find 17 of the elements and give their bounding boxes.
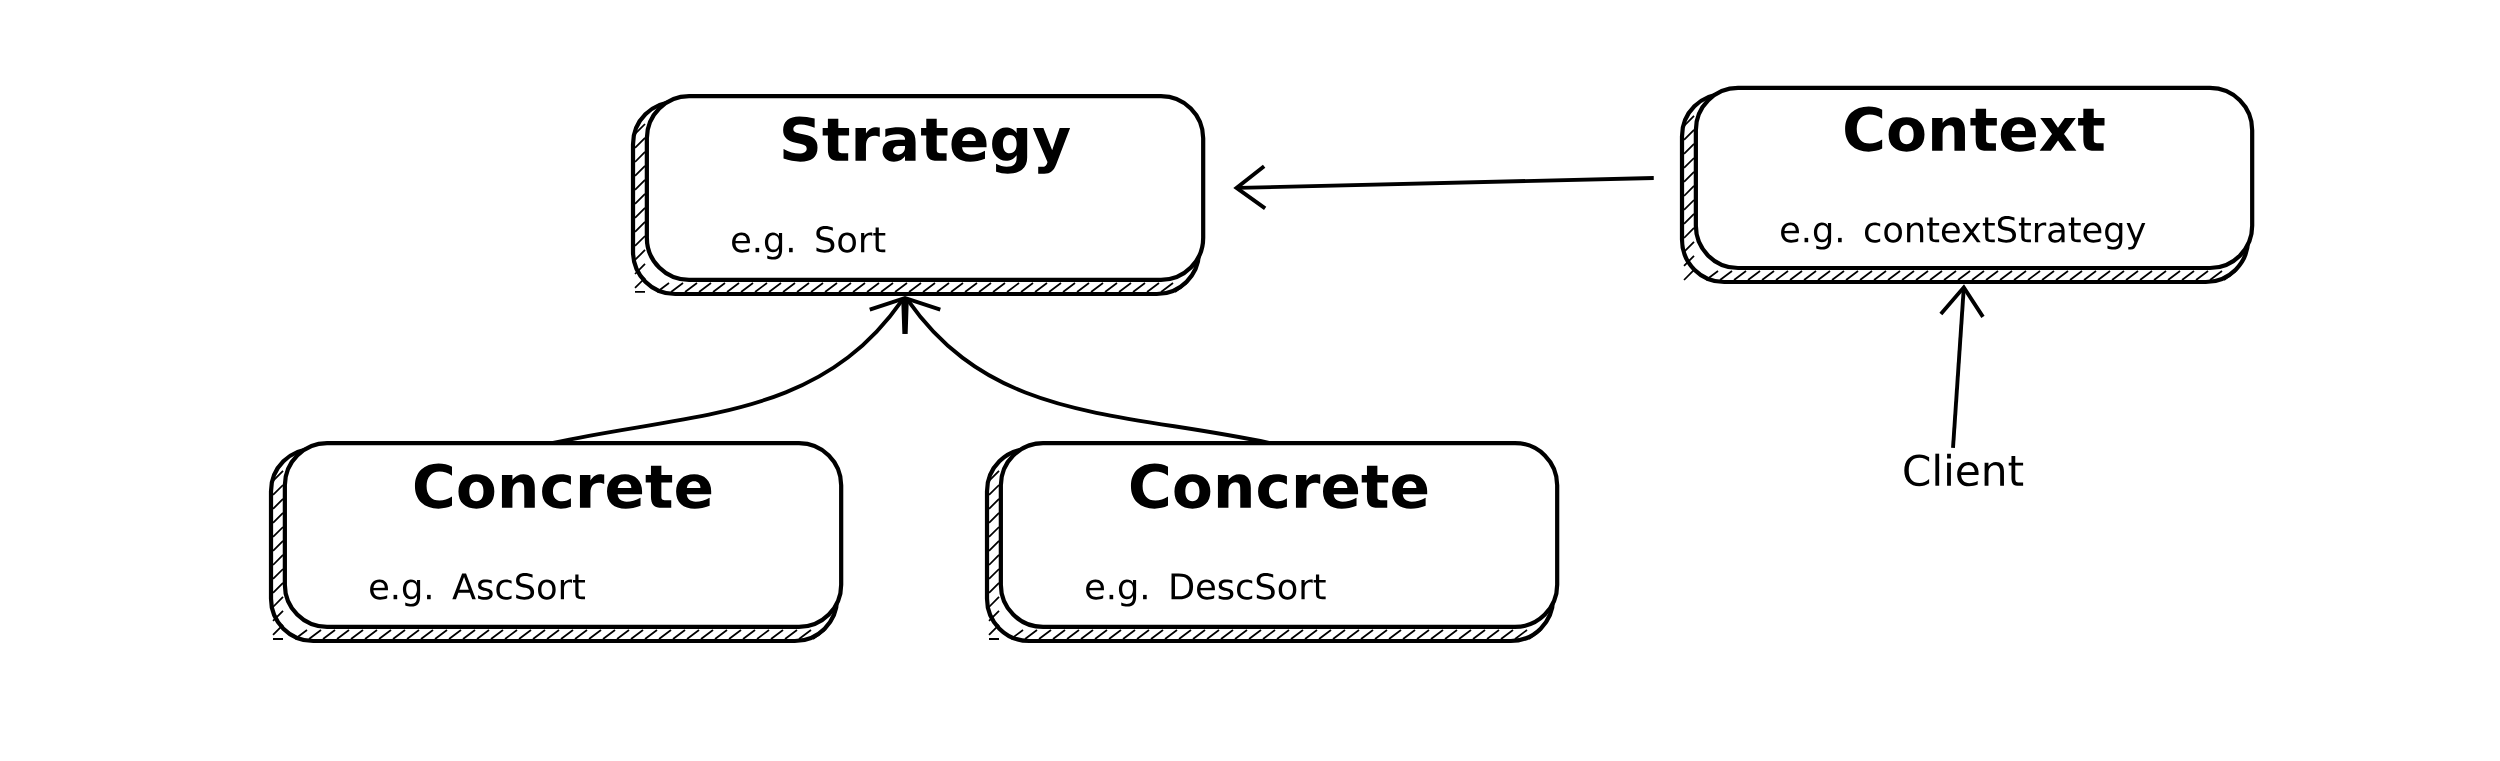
box-subtitle: e.g. Sort — [732, 226, 886, 260]
client-label: Client — [1904, 453, 2024, 487]
box-subtitle: e.g. DescSort — [1086, 573, 1326, 607]
hatched-box — [630, 93, 1206, 297]
arrow — [1233, 164, 1654, 210]
hatched-box — [1679, 85, 2255, 285]
arrow — [1939, 284, 1985, 449]
box-title: Context — [1845, 106, 2105, 152]
box-title: Strategy — [783, 116, 1071, 174]
arrow — [552, 296, 907, 445]
box-title: Concrete — [414, 463, 712, 509]
box-subtitle: e.g. contextStrategy — [1781, 216, 2146, 250]
arrow — [903, 296, 1270, 445]
hatched-box — [984, 440, 1560, 644]
box-subtitle: e.g. AscSort — [370, 573, 585, 607]
box-title: Concrete — [1130, 463, 1428, 509]
hatched-box — [268, 440, 844, 644]
